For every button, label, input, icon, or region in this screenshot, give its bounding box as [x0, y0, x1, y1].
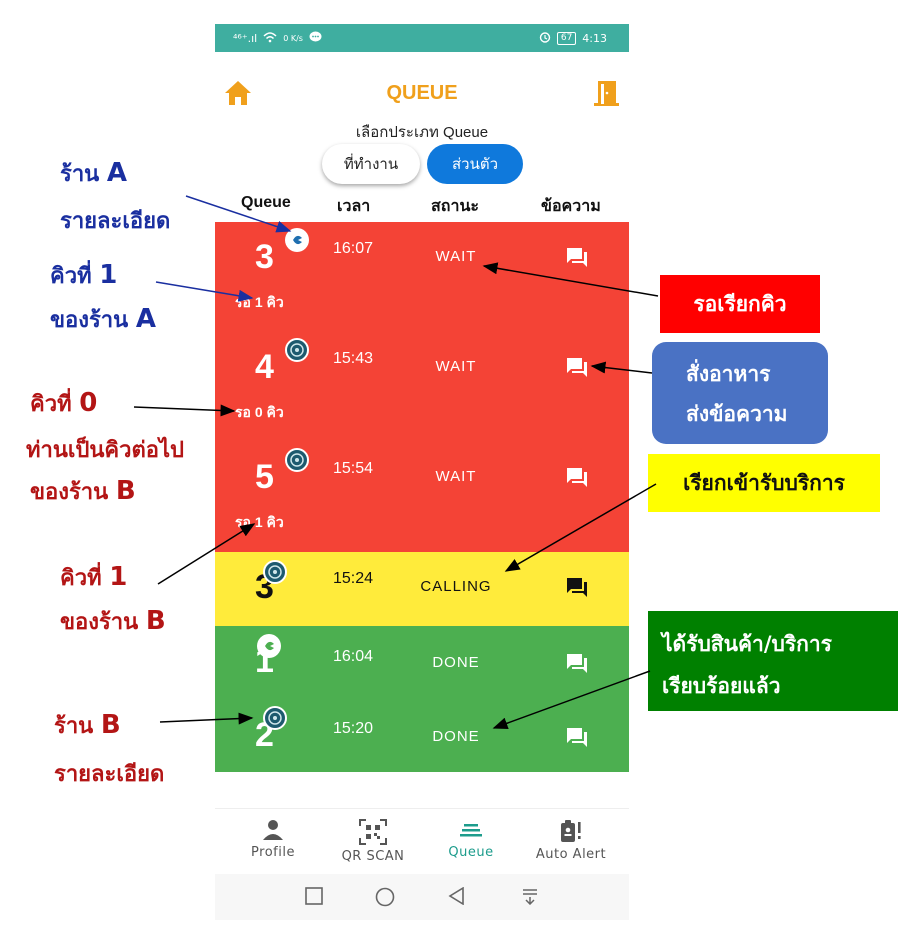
queue-number: 3: [255, 238, 274, 276]
recent-apps-icon[interactable]: [305, 887, 323, 905]
callout-waiting: รอเรียกคิว: [660, 275, 820, 333]
queue-row[interactable]: 4 15:43 WAIT รอ 0 คิว: [215, 332, 629, 442]
shop-a-logo-icon[interactable]: [285, 228, 309, 252]
page-title: QUEUE: [386, 82, 458, 104]
annotation-shop-a-detail: รายละเอียด: [60, 209, 171, 234]
queue-status: WAIT: [435, 248, 477, 265]
person-icon: [263, 820, 283, 840]
queue-row[interactable]: 3 15:24 CALLING: [215, 552, 629, 626]
col-message: ข้อความ: [541, 198, 601, 215]
message-icon[interactable]: [565, 652, 589, 674]
clock: 4:13: [582, 31, 607, 45]
signal-indicator: ⁴⁶⁺.ıl: [233, 31, 258, 45]
home-icon[interactable]: [223, 78, 253, 108]
home-circle-icon[interactable]: [375, 887, 395, 907]
back-icon[interactable]: [448, 887, 466, 905]
queue-status: WAIT: [435, 468, 477, 485]
callout-done: ได้รับสินค้า/บริการ เรียบร้อยแล้ว: [648, 611, 898, 711]
nav-qr-scan[interactable]: QR SCAN: [323, 819, 423, 864]
annotation-queue0-shop: ของร้าน B: [30, 476, 136, 506]
annotation-queue1-b: คิวที่ 1: [60, 562, 128, 592]
queue-row[interactable]: 3 16:07 WAIT รอ 1 คิว: [215, 222, 629, 332]
wait-count: รอ 0 คิว: [235, 404, 284, 420]
queue-type-label: เลือกประเภท Queue: [355, 124, 489, 141]
message-icon[interactable]: [565, 356, 589, 378]
annotation-shop-a: ร้าน A: [60, 158, 127, 188]
queue-row[interactable]: 5 15:54 WAIT รอ 1 คิว: [215, 442, 629, 552]
message-icon[interactable]: [565, 576, 589, 598]
wifi-icon: [263, 31, 277, 46]
toggle-personal-button[interactable]: ส่วนตัว: [427, 144, 523, 184]
col-status: สถานะ: [431, 198, 479, 215]
bottom-nav: Profile QR SCAN Queue Auto Alert: [215, 808, 629, 874]
nav-queue[interactable]: Queue: [421, 819, 521, 860]
logout-door-icon[interactable]: [591, 78, 621, 108]
queue-status: CALLING: [420, 578, 492, 595]
annotation-queue1-b-shop: ของร้าน B: [60, 606, 166, 636]
wait-count: รอ 1 คิว: [235, 294, 284, 310]
queue-status: WAIT: [435, 358, 477, 375]
column-headers: Queue เวลา สถานะ ข้อความ: [215, 194, 629, 222]
message-icon[interactable]: [565, 726, 589, 748]
col-time: เวลา: [337, 198, 371, 215]
alert-badge-icon: [561, 820, 581, 842]
message-icon[interactable]: [565, 466, 589, 488]
queue-time: 15:24: [333, 570, 374, 587]
queue-row[interactable]: 1 16:04 DONE: [215, 626, 629, 698]
shop-b-logo-icon[interactable]: [285, 448, 309, 472]
callout-calling: เรียกเข้ารับบริการ: [648, 454, 880, 512]
annotation-shop-b: ร้าน B: [54, 710, 121, 740]
queue-time: 15:54: [333, 460, 374, 477]
annotation-queue1-a: คิวที่ 1: [50, 260, 118, 290]
nav-profile[interactable]: Profile: [223, 819, 323, 860]
nav-qr-scan-label: QR SCAN: [341, 849, 405, 864]
system-nav-bar: [215, 874, 629, 920]
chat-bubble-icon: [309, 31, 322, 46]
toggle-work-button[interactable]: ที่ทำงาน: [322, 144, 420, 184]
queue-time: 16:07: [333, 240, 374, 257]
queue-number: 4: [255, 348, 274, 386]
queue-time: 15:43: [333, 350, 374, 367]
queue-time: 16:04: [333, 648, 374, 665]
nav-auto-alert-label: Auto Alert: [535, 847, 607, 862]
app-header: QUEUE เลือกประเภท Queue: [215, 52, 629, 141]
shop-a-logo-icon[interactable]: [257, 634, 281, 658]
queue-number: 5: [255, 458, 274, 496]
annotation-queue0-next: ท่านเป็นคิวต่อไป: [26, 438, 185, 463]
alarm-icon: [539, 31, 551, 46]
phone-screen: ⁴⁶⁺.ıl 0 K/s 67 4:13 QUEUE เลือกประเภท Q…: [215, 24, 629, 920]
nav-queue-label: Queue: [448, 845, 494, 860]
nav-profile-label: Profile: [251, 845, 295, 860]
queue-status: DONE: [432, 654, 480, 671]
queue-icon: [460, 824, 482, 837]
annotation-queue1-a-shop: ของร้าน A: [50, 304, 156, 334]
wait-count: รอ 1 คิว: [235, 514, 284, 530]
notification-pull-icon[interactable]: [521, 887, 539, 905]
callout-order-message: สั่งอาหาร ส่งข้อความ: [652, 342, 828, 444]
queue-status: DONE: [432, 728, 480, 745]
status-bar: ⁴⁶⁺.ıl 0 K/s 67 4:13: [215, 24, 629, 52]
shop-b-logo-icon[interactable]: [285, 338, 309, 362]
nav-auto-alert[interactable]: Auto Alert: [521, 819, 621, 862]
queue-row[interactable]: 2 15:20 DONE: [215, 698, 629, 772]
shop-b-logo-icon[interactable]: [263, 560, 287, 584]
qr-icon: [359, 819, 387, 845]
net-speed: 0 K/s: [283, 33, 303, 43]
battery-indicator: 67: [556, 31, 577, 45]
annotation-shop-b-detail: รายละเอียด: [54, 762, 165, 787]
queue-time: 15:20: [333, 720, 374, 737]
shop-b-logo-icon[interactable]: [263, 706, 287, 730]
col-queue: Queue: [241, 194, 291, 211]
queue-list: 3 16:07 WAIT รอ 1 คิว 4 15:43 WAIT รอ 0 …: [215, 222, 629, 772]
message-icon[interactable]: [565, 246, 589, 268]
annotation-queue0: คิวที่ 0: [30, 388, 98, 418]
